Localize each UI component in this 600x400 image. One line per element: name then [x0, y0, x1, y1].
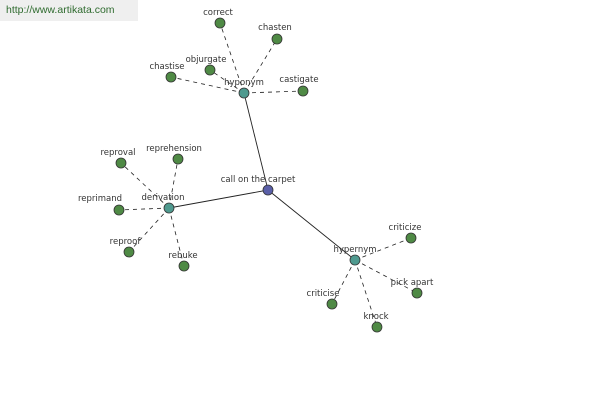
root-node[interactable]: [262, 184, 274, 196]
leaf-node-correct[interactable]: [214, 17, 226, 29]
leaf-node-reproval[interactable]: [115, 157, 127, 169]
leaf-label-chasten: chasten: [258, 23, 292, 33]
edge-hypernym-criticize: [354, 237, 412, 261]
leaf-node-criticize[interactable]: [405, 232, 417, 244]
leaf-label-objurgate: objurgate: [186, 55, 227, 65]
edge-hyponym-chasten: [243, 38, 278, 94]
leaf-label-reprehension: reprehension: [146, 144, 202, 154]
leaf-node-chasten[interactable]: [271, 33, 283, 45]
edge-hypernym-pick-apart: [354, 259, 418, 294]
nodes-layer: [113, 17, 423, 333]
edges-layer: [118, 22, 418, 328]
hub-node-hypernym[interactable]: [349, 254, 361, 266]
labels-layer: call on the carpet hyponym correct chasten o…: [78, 8, 434, 322]
leaf-node-pick-apart[interactable]: [411, 287, 423, 299]
leaf-label-criticize: criticize: [389, 223, 422, 233]
edge-derivation-reproof: [128, 207, 170, 253]
leaf-label-chastise: chastise: [149, 62, 184, 72]
leaf-label-castigate: castigate: [279, 75, 318, 85]
watermark-url: http://www.artikata.com: [0, 0, 138, 21]
hub-node-derivation[interactable]: [163, 202, 175, 214]
edge-derivation-reprimand: [118, 207, 170, 211]
leaf-node-reprimand[interactable]: [113, 204, 125, 216]
edge-derivation-rebuke: [168, 207, 185, 267]
edge-root-hyponym: [243, 92, 269, 191]
edge-hypernym-criticise: [331, 259, 356, 305]
leaf-node-objurgate[interactable]: [204, 64, 216, 76]
leaf-label-pick-apart: pick apart: [391, 278, 434, 288]
edge-hyponym-objurgate: [209, 69, 245, 94]
leaf-node-rebuke[interactable]: [178, 260, 190, 272]
hub-label-hyponym: hyponym: [224, 78, 264, 88]
leaf-node-knock[interactable]: [371, 321, 383, 333]
hub-label-derivation: derivation: [141, 193, 184, 203]
edge-hypernym-knock: [354, 259, 378, 328]
leaf-node-castigate[interactable]: [297, 85, 309, 97]
hub-node-hyponym[interactable]: [238, 87, 250, 99]
hub-label-hypernym: hypernym: [333, 245, 376, 255]
leaf-label-reproof: reproof: [110, 237, 142, 247]
edge-derivation-reproval: [120, 162, 170, 209]
edge-root-derivation: [168, 189, 269, 209]
edge-root-hypernym: [267, 189, 356, 261]
leaf-label-correct: correct: [203, 8, 233, 18]
leaf-node-reproof[interactable]: [123, 246, 135, 258]
leaf-node-reprehension[interactable]: [172, 153, 184, 165]
leaf-node-chastise[interactable]: [165, 71, 177, 83]
leaf-label-rebuke: rebuke: [168, 251, 197, 261]
leaf-label-reproval: reproval: [100, 148, 135, 158]
leaf-label-knock: knock: [363, 312, 388, 322]
root-label: call on the carpet: [221, 175, 296, 185]
edge-hyponym-castigate: [243, 90, 304, 94]
leaf-label-reprimand: reprimand: [78, 194, 122, 204]
leaf-label-criticise: criticise: [307, 289, 340, 299]
leaf-node-criticise[interactable]: [326, 298, 338, 310]
edge-derivation-reprehension: [168, 158, 179, 209]
